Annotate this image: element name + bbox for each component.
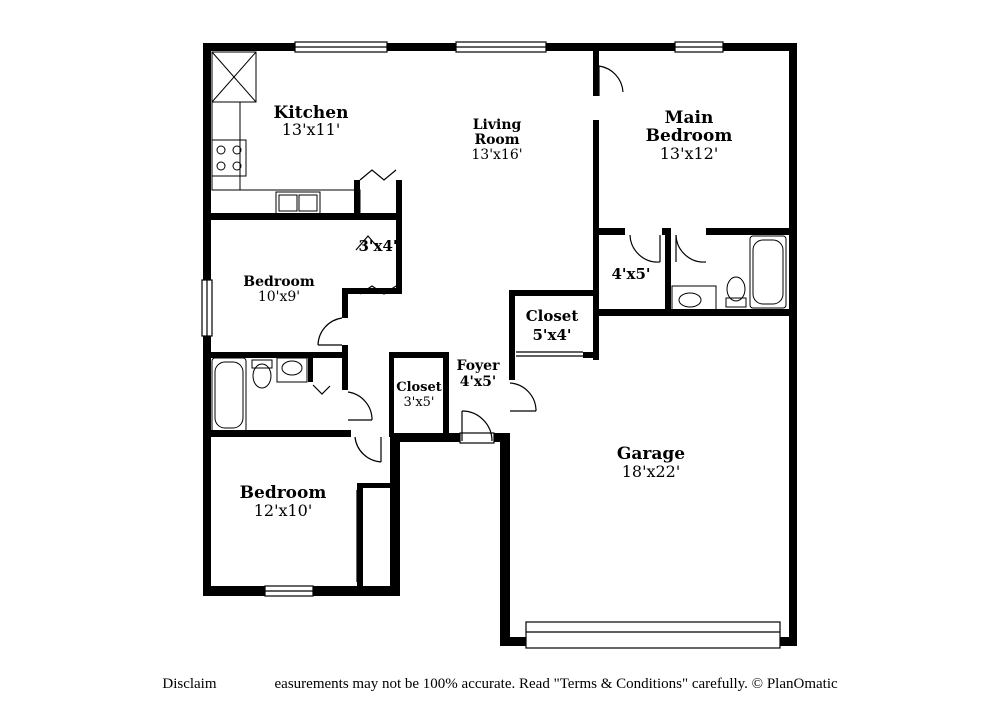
kitchen-name: Kitchen xyxy=(274,103,349,123)
main-bedroom-dims: 13'x12' xyxy=(660,144,719,163)
pantry-dims: 3'x4' xyxy=(358,237,397,255)
kitchen-fixtures xyxy=(211,51,361,215)
room-labels: Kitchen 13'x11' Living Room 13'x16' Main… xyxy=(240,103,733,520)
floor-plan: Kitchen 13'x11' Living Room 13'x16' Main… xyxy=(201,41,797,649)
garage-dims: 18'x22' xyxy=(622,462,681,481)
closet-small-dims: 3'x5' xyxy=(403,395,434,410)
closet-small-name: Closet xyxy=(396,380,442,395)
main-bedroom-name-2: Bedroom xyxy=(646,126,733,146)
redaction-mask xyxy=(216,677,275,692)
living-room-dims: 13'x16' xyxy=(471,147,522,163)
bath-fixtures xyxy=(211,235,787,433)
disclaimer-text: easurements may not be 100% accurate. Re… xyxy=(274,676,838,692)
main-bedroom-name-1: Main xyxy=(665,108,714,128)
walk-in-dims: 4'x5' xyxy=(611,265,650,283)
bedroom-3-name: Bedroom xyxy=(240,483,327,503)
garage-name: Garage xyxy=(617,444,685,464)
windows xyxy=(201,41,781,649)
foyer-name: Foyer xyxy=(457,358,501,374)
closet-large-name: Closet xyxy=(526,307,579,325)
living-room-name-2: Room xyxy=(474,132,519,148)
disclaimer: Disclaim easurements may not be 100% accu… xyxy=(0,676,1000,693)
living-room-name-1: Living xyxy=(473,117,522,133)
bedroom-3-dims: 12'x10' xyxy=(254,501,313,520)
foyer-dims: 4'x5' xyxy=(460,374,496,390)
kitchen-dims: 13'x11' xyxy=(282,120,341,139)
closet-large-dims: 5'x4' xyxy=(532,326,571,344)
bedroom-2-dims: 10'x9' xyxy=(258,289,300,305)
bedroom-2-name: Bedroom xyxy=(243,274,315,290)
disclaimer-lead: Disclaim xyxy=(162,676,217,692)
doors xyxy=(312,65,707,582)
